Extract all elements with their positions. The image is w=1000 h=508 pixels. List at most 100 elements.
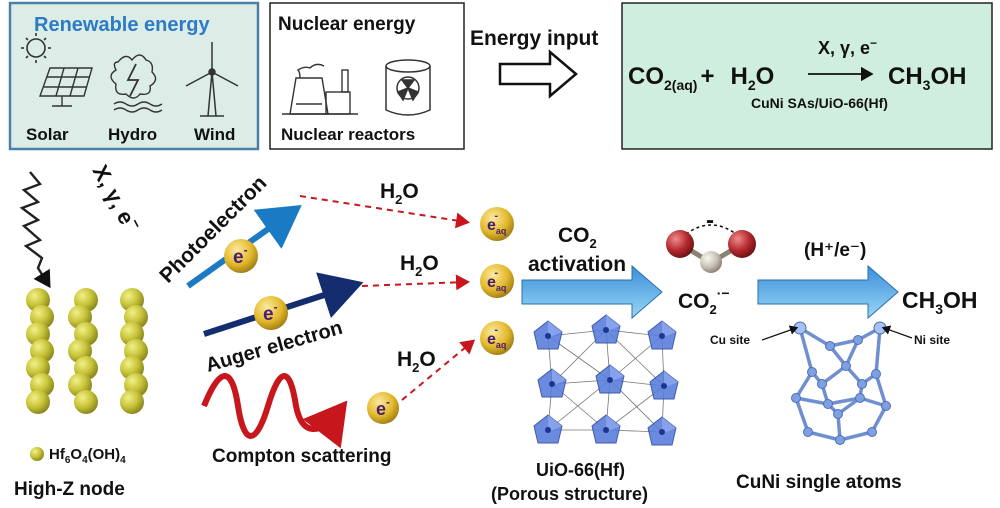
energy-input-group: Energy input [470,27,598,99]
mof-node-icon [537,368,567,398]
dashed-arrow-bottom [401,339,476,401]
uio66-framework-icon [533,314,679,446]
cluster-atom [791,393,801,403]
energy-input-arrow [498,49,578,99]
nuclear-energy-title: Nuclear energy [278,14,416,35]
mof-node-icon [591,314,621,344]
hydrated-electron-1: eaq- [480,207,514,241]
svg-text:eaq-: eaq- [487,324,506,350]
cu-site-pointer [761,325,799,341]
node-title: High-Z node [14,479,125,500]
cluster-atom [825,341,835,351]
nuclear-energy-panel: Nuclear energy Nuclear reactors [269,2,465,150]
renewable-energy-panel: Renewable energy [8,1,260,151]
water-label-middle: H2O [400,252,439,279]
cluster-atom [835,435,845,445]
mof-node-icon [649,370,679,400]
cluster-atom [841,361,851,371]
wind-label: Wind [194,125,235,144]
node-formula: Hf6O4(OH)4 [49,446,126,466]
protonation-label: (H⁺/e⁻) [804,240,866,261]
cluster-atom [857,379,867,389]
reaction-product: CH3OH [888,63,966,93]
co2-radical-label: CO2·− [678,285,730,317]
compton-arrow [201,373,348,449]
reaction-panel: CO2(aq)+H2O X, γ, e− CH3OH CuNi SAs/UiO-… [621,2,993,150]
cluster-atom [853,335,863,345]
energy-input-label: Energy input [470,27,598,50]
hydro-label: Hydro [108,125,157,144]
reaction-conditions: X, γ, e− [818,36,877,58]
cluster-atom [817,379,827,389]
cluster-atom [807,367,817,377]
dashed-arrow-middle [361,274,470,291]
mof-name: UiO-66(Hf) [536,460,625,480]
nuclear-reactors-label: Nuclear reactors [281,125,415,144]
mof-node-icon [591,414,621,444]
hydro-icon [110,54,163,113]
mof-node-icon [647,416,677,446]
radiation-label: X, γ, e− [88,160,146,237]
svg-text:e-: e- [376,395,390,419]
node-legend: Hf6O4(OH)4 High-Z node [14,446,126,500]
water-label-bottom: H2O [397,348,436,375]
wind-turbine-icon [185,42,239,117]
cluster-atom [833,409,843,419]
svg-text:CO2: CO2 [558,224,597,251]
ni-site-pointer [881,325,913,339]
radiation-group: X, γ, e− [19,160,146,289]
nuclear-plant-icon [282,63,358,115]
cluster-atom [881,401,891,411]
hf-cluster-sphere [74,390,98,414]
mof-description: (Porous structure) [491,484,648,504]
mof-node-icon [533,414,563,444]
compton-process: Compton scattering [201,373,391,467]
dashed-arrows [299,195,476,401]
cluster-atom [803,427,813,437]
svg-text:eaq-: eaq- [487,210,506,236]
renewable-energy-title: Renewable energy [34,14,211,36]
compton-label: Compton scattering [212,446,391,467]
svg-text:e-: e- [233,243,248,268]
radiation-wave-icon [19,171,51,289]
cluster-atom [867,427,877,437]
cluster-atom [823,399,833,409]
photoelectron-process: Photoelectron [155,171,302,289]
cluster-atom [871,369,881,379]
cu-site-label: Cu site [710,333,750,347]
protonation-arrow [757,264,899,320]
hydrated-electron-3: eaq- [480,321,514,355]
hydrated-electron-2: eaq- [480,264,514,298]
mof-node-icon [533,320,563,350]
hf-cluster-sphere [26,390,50,414]
reactor-icon [385,59,431,116]
high-z-node-spheres [26,288,148,414]
cuni-single-atom-cluster-icon [791,321,891,445]
solar-label: Solar [26,125,69,144]
photoelectron-particle: e- [224,239,258,273]
svg-text:-: - [706,207,714,234]
methanol-product: CH3OH [902,287,978,317]
co2-activation-arrow [521,264,663,320]
water-label-top: H2O [380,180,419,207]
mof-node-icon [647,320,677,350]
svg-text:eaq-: eaq- [487,267,506,293]
svg-text:activation: activation [528,253,626,276]
svg-text:e-: e- [263,300,278,325]
single-atoms-title: CuNi single atoms [736,472,902,493]
co2-activation-label: CO2 activation [528,224,626,276]
co2-radical-molecule-icon: - [666,207,756,273]
hf-cluster-sphere [120,390,144,414]
auger-electron-particle: e- [254,296,288,330]
ni-site-label: Ni site [914,333,950,347]
reaction-equation: CO2(aq)+H2O [628,63,774,93]
sun-icon [21,33,51,63]
legend-sphere-icon [30,447,44,461]
mof-node-icon [595,364,625,394]
solar-panel-icon [39,67,93,107]
compton-electron-particle: e- [367,392,399,424]
catalyst-label: CuNi SAs/UiO-66(Hf) [751,95,888,111]
cluster-atom [855,393,865,403]
